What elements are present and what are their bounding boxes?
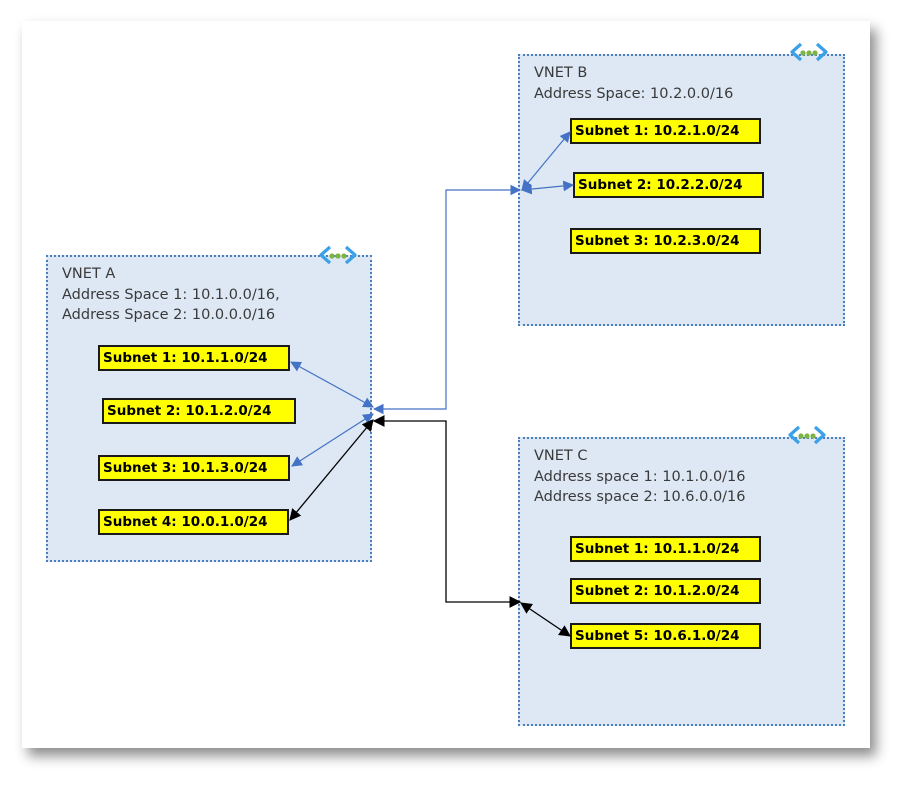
vnet-a-name: VNET A [62,266,116,282]
vnet-b-subnet-2: Subnet 2: 10.2.2.0/24 [573,172,764,198]
vnet-b-subnet-1: Subnet 1: 10.2.1.0/24 [570,118,761,144]
vnet-a-virtual-network-icon [319,245,357,265]
vnet-a-address-1: Address Space 1: 10.1.0.0/16, [62,287,280,303]
vnet-a-subnet-3: Subnet 3: 10.1.3.0/24 [98,455,290,481]
vnet-c-subnet-2: Subnet 2: 10.1.2.0/24 [570,578,761,604]
vnet-b-address-1: Address Space: 10.2.0.0/16 [534,86,734,102]
vnet-b-subnet-3: Subnet 3: 10.2.3.0/24 [570,228,761,254]
vnet-a-address-2: Address Space 2: 10.0.0.0/16 [62,307,276,323]
vnet-c-address-1: Address space 1: 10.1.0.0/16 [534,469,746,485]
vnet-c-subnet-5: Subnet 5: 10.6.1.0/24 [570,623,761,649]
vnet-b-name: VNET B [534,65,588,81]
vnet-c-virtual-network-icon [788,425,826,445]
vnet-c-address-2: Address space 2: 10.6.0.0/16 [534,489,746,505]
vnet-c-subnet-1: Subnet 1: 10.1.1.0/24 [570,536,761,562]
vnet-a-subnet-4: Subnet 4: 10.0.1.0/24 [98,509,289,535]
vnet-a-subnet-1: Subnet 1: 10.1.1.0/24 [98,345,290,371]
vnet-b-virtual-network-icon [790,42,828,62]
vnet-a-subnet-2: Subnet 2: 10.1.2.0/24 [102,398,296,424]
vnet-c-name: VNET C [534,448,588,464]
